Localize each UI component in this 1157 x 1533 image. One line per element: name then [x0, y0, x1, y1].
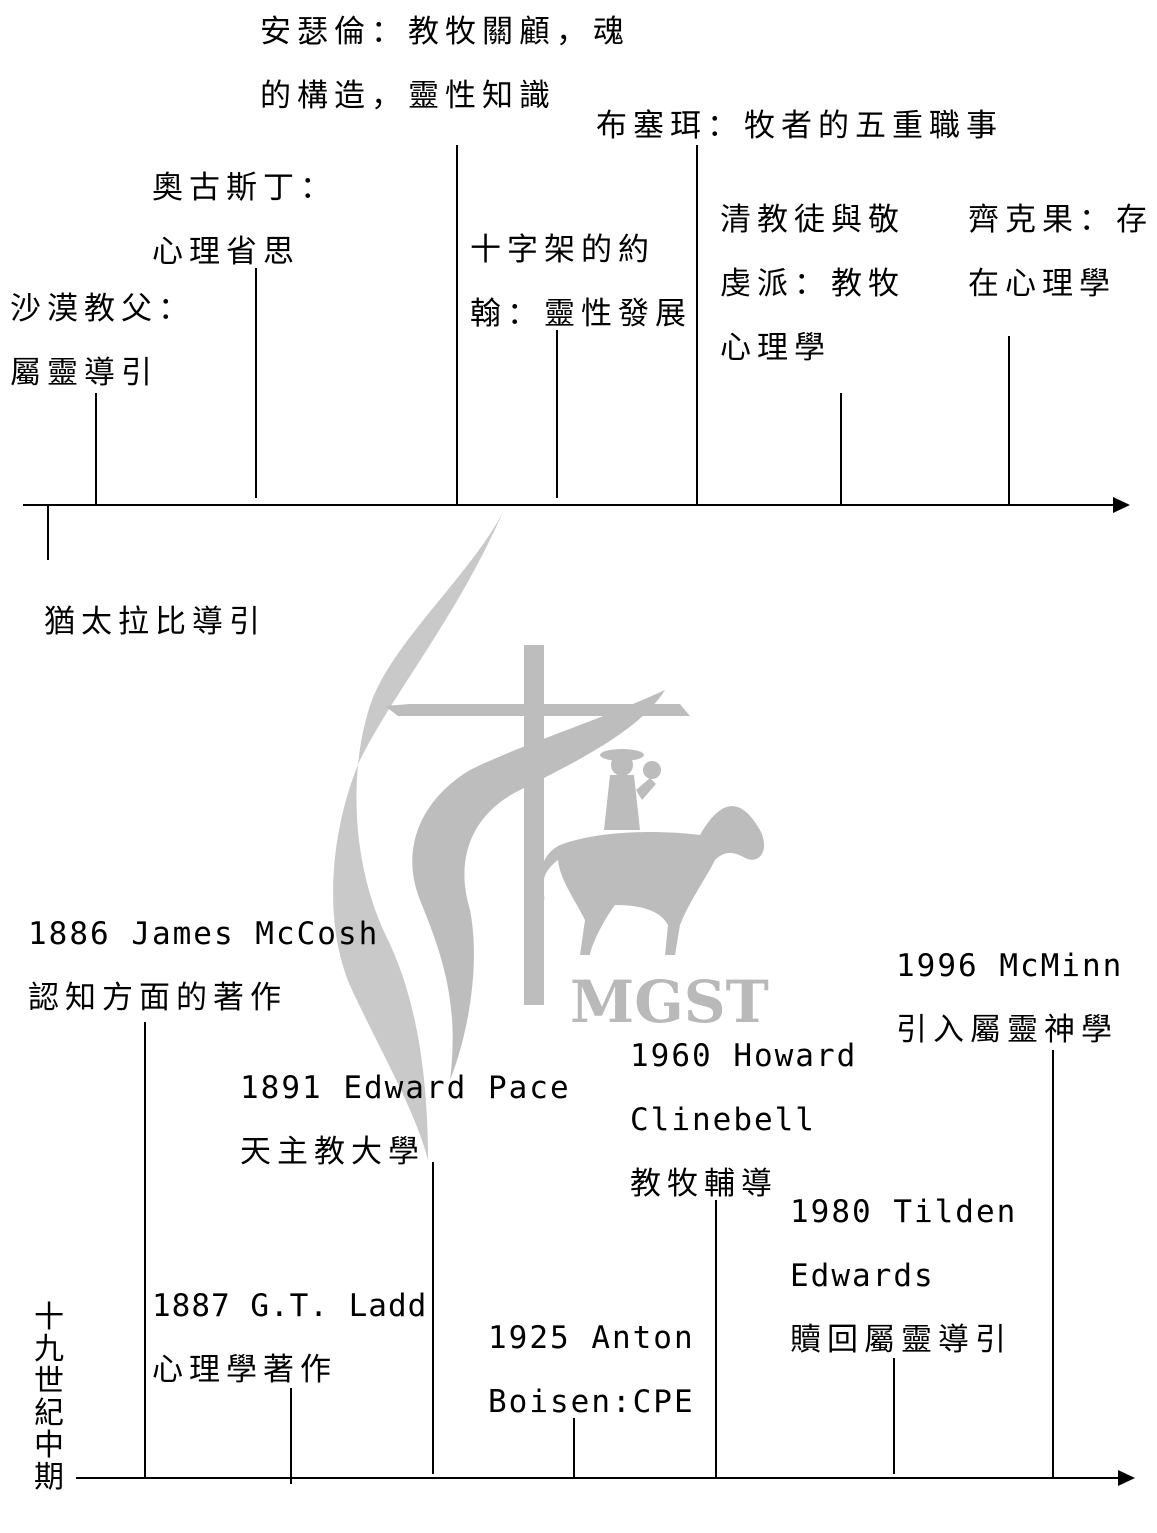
event-line: 的構造，靈性知識 [260, 78, 556, 114]
event-puritans-pietists: 清教徒與敬 虔派：教牧 心理學 [720, 188, 905, 380]
era-char: 紀 [34, 1396, 64, 1431]
event-anselm: 安瑟倫：教牧關顧，魂 的構造，靈性知識 [260, 0, 630, 128]
event-line: 沙漠教父： [10, 291, 195, 327]
event-line: 安瑟倫：教牧關顧，魂 [260, 14, 630, 50]
era-char: 中 [34, 1428, 64, 1463]
event-rabbinic: 猶太拉比導引 [44, 590, 266, 654]
event-line: Clinebell [630, 1102, 816, 1138]
top-axis-arrowhead [1113, 497, 1130, 513]
event-bucer: 布塞珥：牧者的五重職事 [596, 94, 1003, 158]
event-line: 天主教大學 [240, 1134, 425, 1170]
cross-icon [385, 645, 690, 1005]
event-pace: 1891 Edward Pace 天主教大學 [240, 1056, 571, 1184]
flame-icon [333, 512, 665, 1160]
event-line: 心理省思 [152, 234, 300, 270]
event-kierkegaard: 齊克果：存 在心理學 [968, 188, 1153, 316]
event-line: 1925 Anton [488, 1320, 695, 1356]
event-desert-fathers: 沙漠教父： 屬靈導引 [10, 277, 195, 405]
event-line: 奧古斯丁： [152, 170, 337, 206]
event-line: 1891 Edward Pace [240, 1070, 571, 1106]
event-line: 布塞珥：牧者的五重職事 [596, 108, 1003, 144]
event-line: 心理學 [720, 330, 831, 366]
event-mccosh: 1886 James McCosh 認知方面的著作 [28, 902, 379, 1030]
era-char: 世 [34, 1364, 64, 1399]
event-line: 引入屬靈神學 [896, 1012, 1118, 1048]
event-line: 1996 McMinn [896, 948, 1124, 984]
event-line: 認知方面的著作 [28, 980, 287, 1016]
event-line: 在心理學 [968, 266, 1116, 302]
event-boisen: 1925 Anton Boisen:CPE [488, 1306, 695, 1434]
era-char: 期 [34, 1460, 64, 1495]
event-line: 1960 Howard [630, 1038, 858, 1074]
event-line: 心理學著作 [152, 1352, 337, 1388]
watermark-text: MGST [570, 968, 769, 1036]
event-edwards: 1980 Tilden Edwards 贖回屬靈導引 [790, 1180, 1017, 1372]
era-label: 十 九 世 紀 中 期 [34, 1302, 64, 1494]
top-timeline [23, 145, 1130, 560]
event-line: 猶太拉比導引 [44, 604, 266, 640]
era-char: 十 [34, 1300, 64, 1335]
event-line: 1887 G.T. Ladd [152, 1288, 428, 1324]
event-ladd: 1887 G.T. Ladd 心理學著作 [152, 1274, 427, 1402]
event-line: Boisen:CPE [488, 1384, 695, 1420]
bottom-axis-arrowhead [1118, 1470, 1135, 1486]
event-line: 翰：靈性發展 [470, 296, 692, 332]
event-john-of-the-cross: 十字架的約 翰：靈性發展 [470, 218, 692, 346]
event-line: 贖回屬靈導引 [790, 1322, 1012, 1358]
event-line: Edwards [790, 1258, 935, 1294]
event-line: 屬靈導引 [10, 355, 158, 391]
event-line: 虔派：教牧 [720, 266, 905, 302]
event-line: 清教徒與敬 [720, 202, 905, 238]
event-clinebell: 1960 Howard Clinebell 教牧輔導 [630, 1024, 857, 1216]
event-line: 1980 Tilden [790, 1194, 1018, 1230]
era-char: 九 [34, 1332, 64, 1367]
event-mcminn: 1996 McMinn 引入屬靈神學 [896, 934, 1123, 1062]
event-line: 十字架的約 [470, 232, 655, 268]
horse-rider-icon [540, 749, 765, 955]
event-line: 1886 James McCosh [28, 916, 380, 952]
event-line: 教牧輔導 [630, 1166, 778, 1202]
event-augustine: 奧古斯丁： 心理省思 [152, 156, 337, 284]
event-line: 齊克果：存 [968, 202, 1153, 238]
